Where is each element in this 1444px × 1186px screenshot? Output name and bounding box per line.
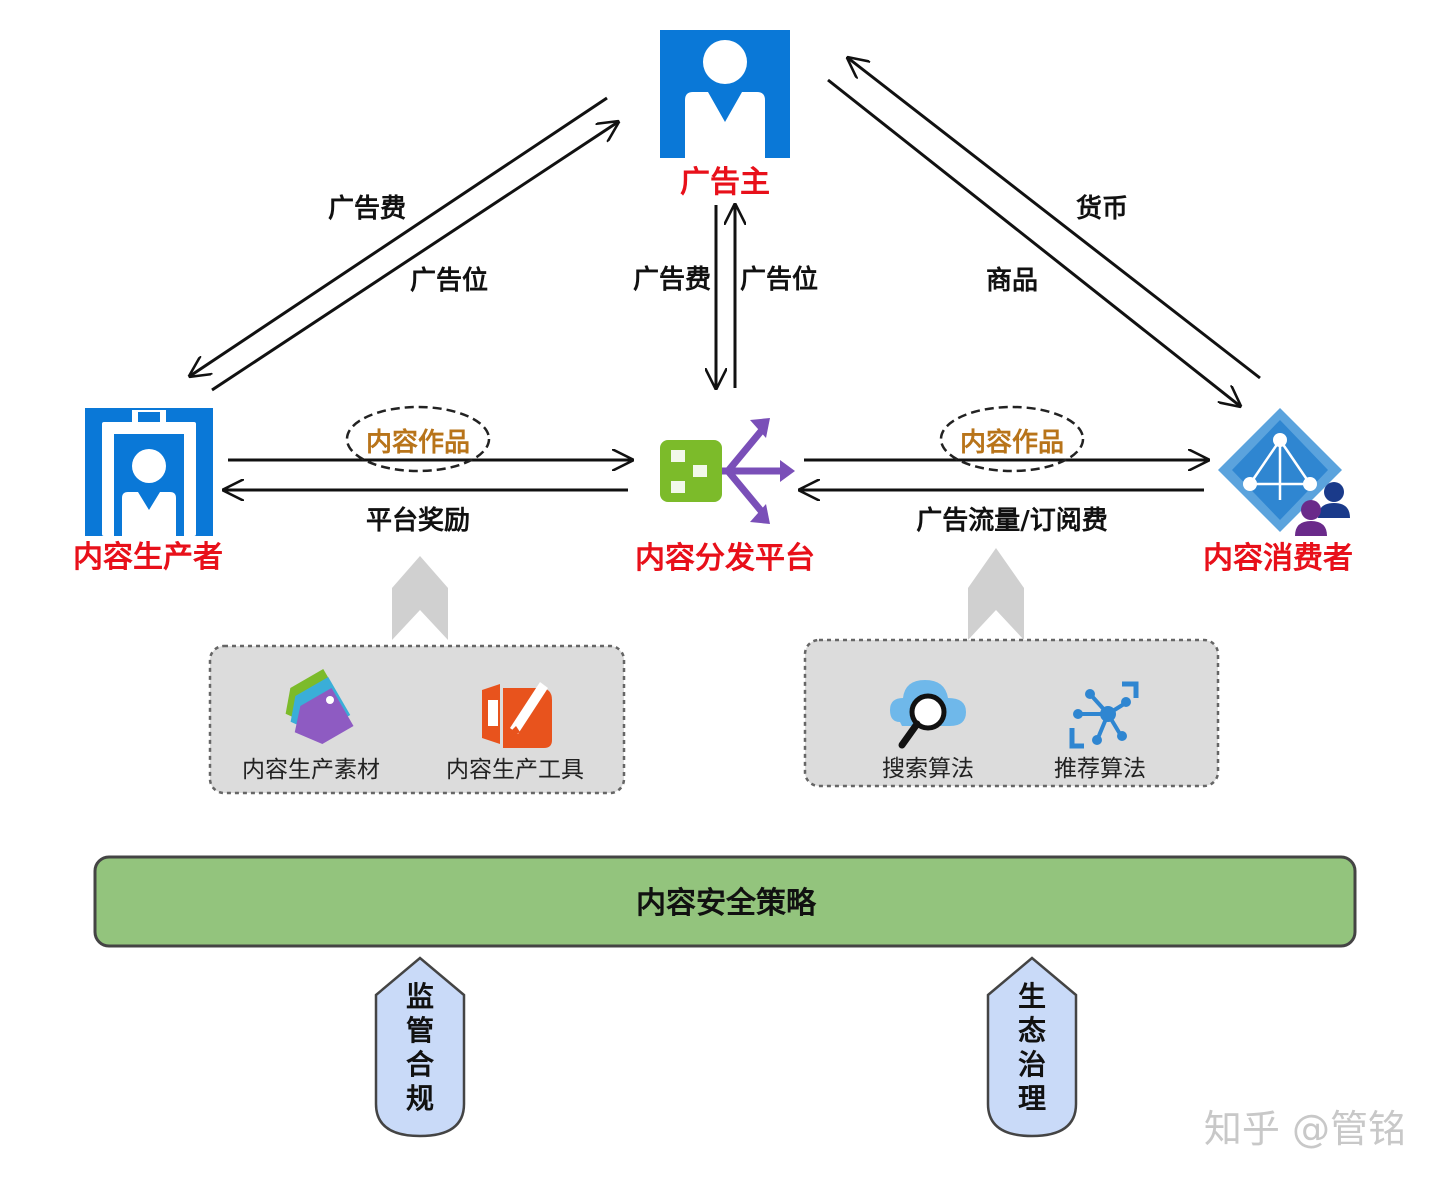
edge-label-platform-advertiser-fee: 广告费 [633,265,711,295]
arrow-advertiser-to-consumer [827,78,1240,406]
edge-label-producer-advertiser-fee: 广告费 [328,194,406,224]
tools-label: 内容生产工具 [446,757,584,783]
pillar-compliance [374,956,466,1138]
works-ellipse-left [345,405,491,473]
pillar-ecology-char-2: 态 [1018,1014,1046,1047]
edge-label-platform-producer-reward: 平台奖励 [366,505,470,536]
pillar-ecology-char-3: 治 [1018,1048,1046,1081]
pillar-compliance-char-3: 合 [406,1048,435,1081]
cloud-search-icon [890,680,966,749]
platform-algorithms-panel [803,638,1220,788]
producer-label: 内容生产者 [73,540,223,575]
arrow-advertiser-to-producer [190,96,608,376]
works-ellipse-right [939,405,1085,473]
edge-label-advertiser-consumer-goods: 商品 [986,265,1038,296]
search-algorithm-label: 搜索算法 [882,756,974,782]
producer-badge-icon [85,408,213,536]
edge-label-advertiser-producer-slot: 广告位 [410,265,488,296]
consumer-label: 内容消费者 [1203,541,1353,576]
edge-label-producer-platform-works: 内容作品 [366,427,470,458]
edge-label-advertiser-platform-slot: 广告位 [740,264,818,295]
advertiser-icon [660,30,790,158]
materials-tags-icon [285,668,354,745]
pillar-ecology-char-1: 生 [1018,980,1046,1013]
watermark: 知乎 @管铭 [1204,1107,1406,1151]
pillar-compliance-char-2: 管 [406,1014,434,1047]
up-chevron-left [392,556,448,640]
recommend-network-icon [1069,681,1139,749]
content-security-bar [93,855,1357,948]
office-pen-icon [482,682,552,748]
pillar-compliance-char-1: 监 [406,980,434,1013]
content-security-label: 内容安全策略 [636,886,817,921]
advertiser-label: 广告主 [680,165,770,200]
pillar-compliance-char-4: 规 [406,1082,434,1115]
pillar-ecology-char-4: 理 [1018,1082,1046,1115]
edge-label-consumer-platform-works: 内容作品 [960,427,1064,458]
platform-distribution-icon [660,418,795,524]
recommend-algorithm-label: 推荐算法 [1054,756,1146,782]
arrow-consumer-to-advertiser [848,58,1261,380]
pillar-ecology [986,956,1078,1138]
up-chevron-right [968,548,1024,640]
edge-label-consumer-advertiser-money: 货币 [1076,193,1128,224]
platform-label: 内容分发平台 [635,541,815,576]
consumer-group-icon [1218,408,1350,536]
materials-label: 内容生产素材 [242,757,380,783]
arrow-producer-to-advertiser [211,122,618,392]
edge-label-consumer-platform-fee: 广告流量/订阅费 [916,506,1108,536]
